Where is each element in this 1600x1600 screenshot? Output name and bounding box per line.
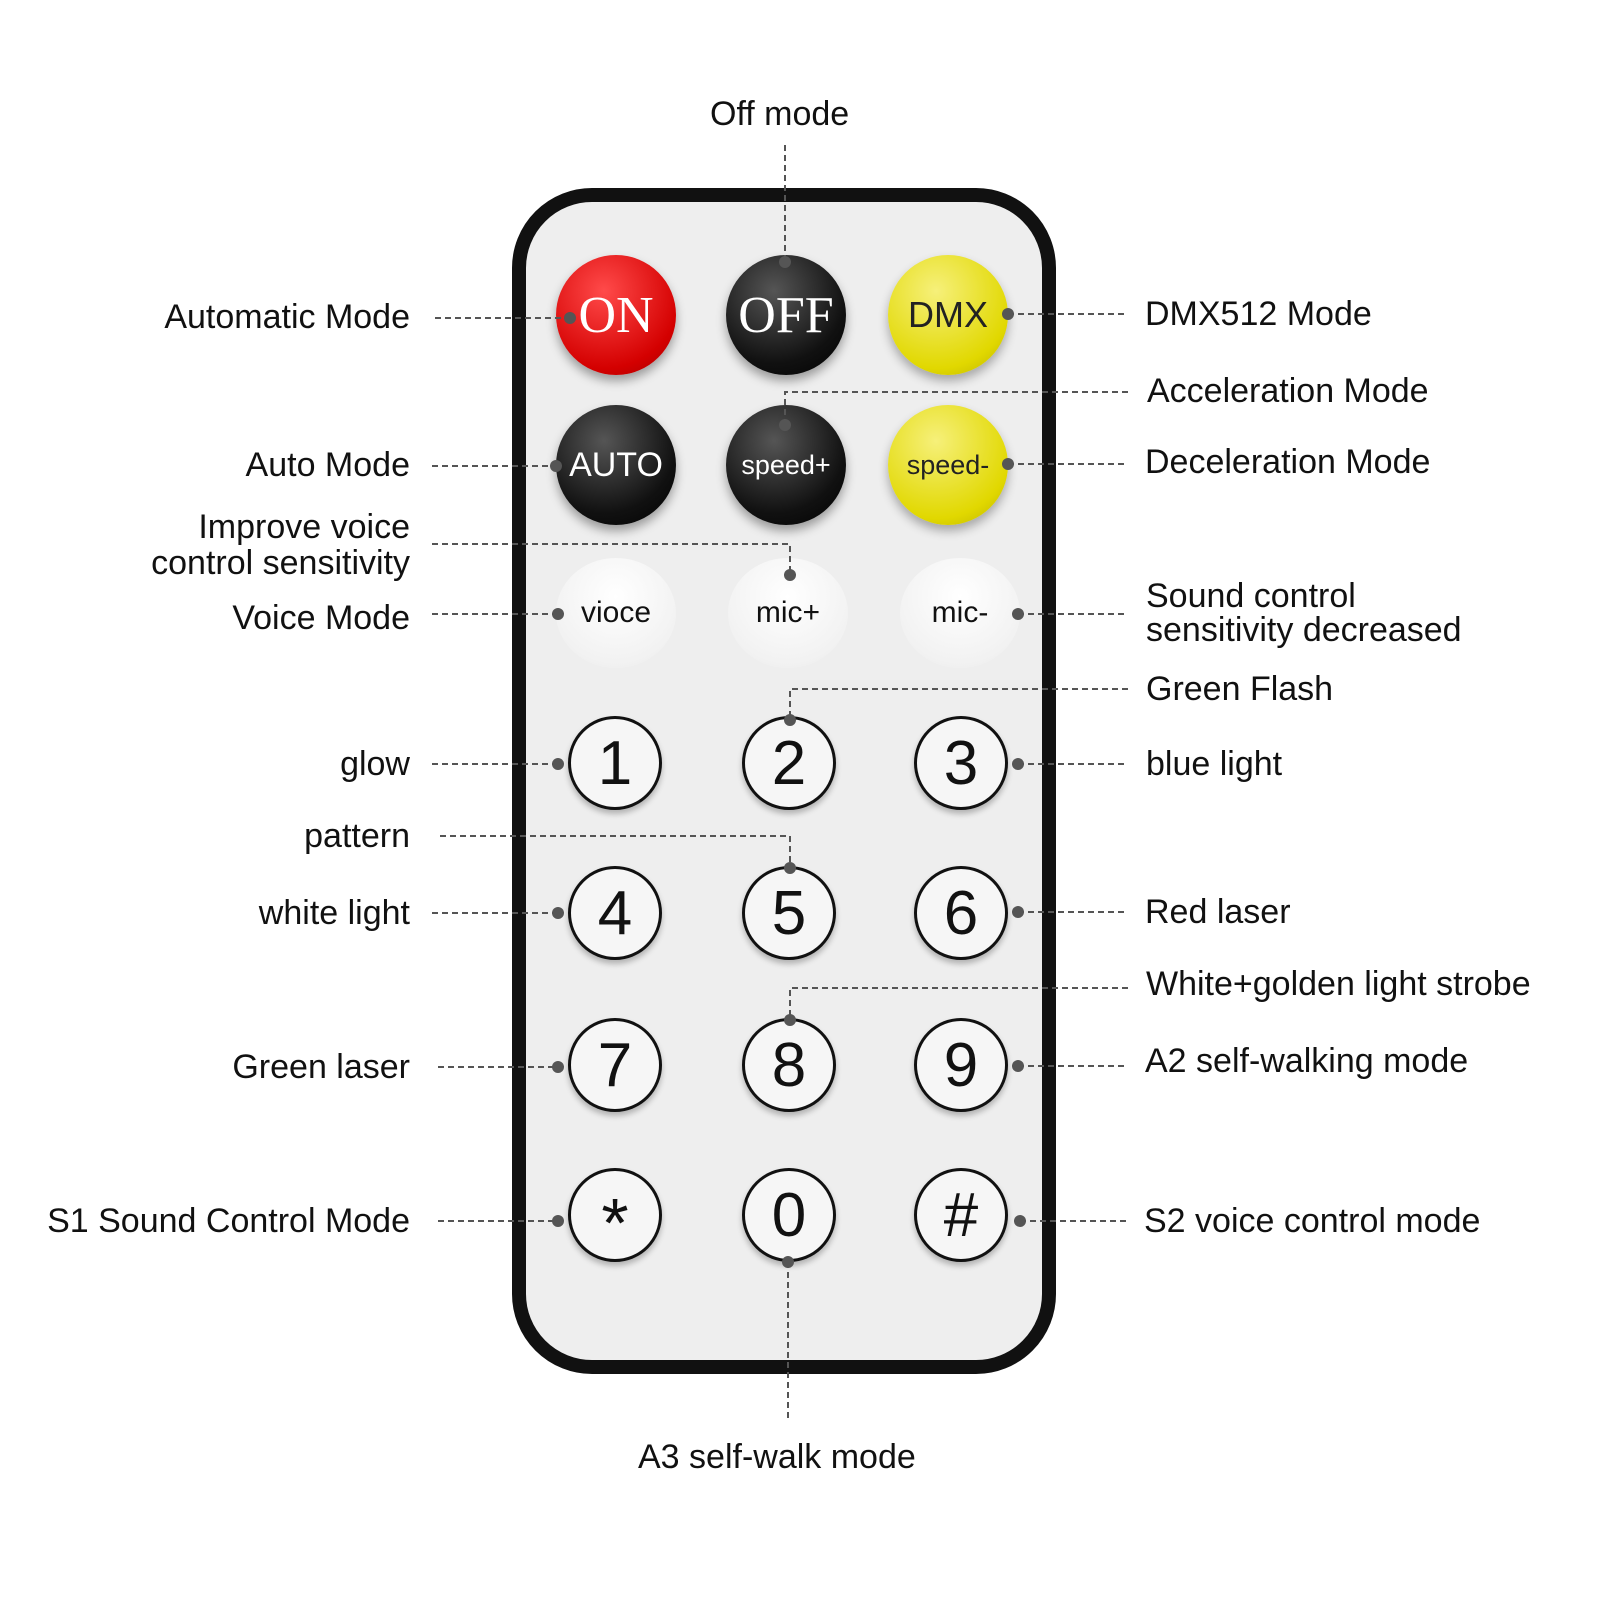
label-white-golden-strobe: White+golden light strobe	[1146, 965, 1531, 1003]
speed-minus-button[interactable]: speed-	[888, 405, 1008, 525]
number-5-label: 5	[771, 878, 807, 948]
number-7-button[interactable]: 7	[568, 1018, 662, 1112]
label-auto-mode: Auto Mode	[245, 446, 410, 484]
number-4-button[interactable]: 4	[568, 866, 662, 960]
hash-button[interactable]: #	[914, 1168, 1008, 1262]
dot-1	[552, 758, 564, 770]
off-button-label: OFF	[738, 286, 834, 344]
speed-minus-button-label: speed-	[906, 449, 990, 480]
mic-minus-button[interactable]: mic-	[900, 558, 1020, 668]
vioce-button[interactable]: vioce	[556, 558, 676, 668]
number-0-label: 0	[771, 1180, 807, 1250]
label-automatic-mode: Automatic Mode	[164, 298, 410, 336]
star-button[interactable]: *	[568, 1168, 662, 1262]
label-voice-mode: Voice Mode	[232, 599, 410, 637]
dot-7	[552, 1061, 564, 1073]
leader-white-golden	[789, 987, 1128, 1020]
number-9-label: 9	[943, 1030, 979, 1100]
label-pattern: pattern	[304, 817, 410, 855]
number-4-label: 4	[597, 878, 633, 948]
on-button[interactable]: ON	[556, 255, 676, 375]
label-dmx512-mode: DMX512 Mode	[1145, 295, 1372, 333]
dot-9	[1012, 1060, 1024, 1072]
number-9-button[interactable]: 9	[914, 1018, 1008, 1112]
hash-label: #	[943, 1180, 979, 1250]
leader-pattern	[440, 835, 791, 868]
dot-on	[564, 312, 576, 324]
dot-auto	[550, 460, 562, 472]
leader-improve-voice	[432, 543, 791, 575]
dot-5	[784, 862, 796, 874]
dmx-button-label: DMX	[908, 294, 988, 335]
dot-off	[779, 256, 791, 268]
number-6-button[interactable]: 6	[914, 866, 1008, 960]
number-8-label: 8	[771, 1030, 807, 1100]
dot-speed-plus	[779, 419, 791, 431]
dmx-button[interactable]: DMX	[888, 255, 1008, 375]
number-2-label: 2	[771, 728, 807, 798]
number-3-label: 3	[943, 728, 979, 798]
dot-4	[552, 907, 564, 919]
dot-3	[1012, 758, 1024, 770]
label-sound-decreased-line1: Sound control	[1146, 577, 1356, 615]
off-button[interactable]: OFF	[726, 255, 846, 375]
dot-mic-minus	[1012, 608, 1024, 620]
label-s1-sound-control: S1 Sound Control Mode	[47, 1202, 410, 1240]
vioce-button-label: vioce	[580, 596, 652, 629]
dot-2	[784, 714, 796, 726]
number-1-button[interactable]: 1	[568, 716, 662, 810]
dot-star	[552, 1215, 564, 1227]
label-a2-self-walking: A2 self-walking mode	[1145, 1042, 1469, 1080]
auto-button[interactable]: AUTO	[556, 405, 676, 525]
dot-8	[784, 1014, 796, 1026]
dot-6	[1012, 906, 1024, 918]
label-red-laser: Red laser	[1145, 893, 1291, 931]
number-8-button[interactable]: 8	[742, 1018, 836, 1112]
label-green-flash: Green Flash	[1146, 670, 1334, 708]
label-white-light: white light	[258, 894, 410, 932]
label-improve-voice-line2: control sensitivity	[151, 544, 410, 582]
number-1-label: 1	[597, 728, 633, 798]
label-acceleration-mode: Acceleration Mode	[1147, 372, 1429, 410]
number-2-button[interactable]: 2	[742, 716, 836, 810]
auto-button-label: AUTO	[569, 445, 663, 484]
on-button-label: ON	[578, 286, 654, 344]
number-7-label: 7	[597, 1030, 633, 1100]
mic-minus-button-label: mic-	[931, 596, 989, 629]
number-3-button[interactable]: 3	[914, 716, 1008, 810]
dot-speed-minus	[1002, 458, 1014, 470]
label-a3-self-walk: A3 self-walk mode	[638, 1438, 916, 1476]
label-blue-light: blue light	[1146, 745, 1283, 783]
star-label: *	[601, 1184, 629, 1262]
dot-hash	[1014, 1215, 1026, 1227]
mic-plus-button-label: mic+	[755, 596, 821, 629]
leader-acceleration-mode	[784, 391, 1128, 425]
label-off-mode: Off mode	[710, 95, 850, 133]
dot-0	[782, 1256, 794, 1268]
number-6-label: 6	[943, 878, 979, 948]
label-green-laser: Green laser	[232, 1048, 410, 1086]
label-deceleration-mode: Deceleration Mode	[1145, 443, 1431, 481]
label-glow: glow	[340, 745, 410, 783]
leader-green-flash	[789, 688, 1128, 720]
dot-mic-plus	[784, 569, 796, 581]
dot-dmx	[1002, 308, 1014, 320]
label-s2-voice-control: S2 voice control mode	[1144, 1202, 1481, 1240]
speed-plus-button-label: speed+	[741, 449, 831, 480]
label-improve-voice-line1: Improve voice	[198, 508, 410, 546]
label-sound-decreased-line2: sensitivity decreased	[1146, 611, 1462, 649]
dot-vioce	[552, 608, 564, 620]
